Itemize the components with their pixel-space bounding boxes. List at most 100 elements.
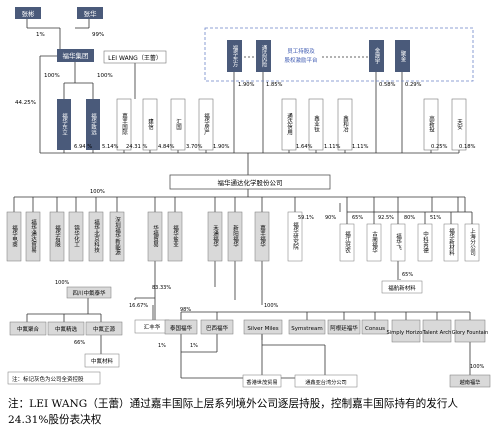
pct-370: 3.70% xyxy=(186,144,203,150)
gaoxin-box xyxy=(423,98,439,151)
sub-box-2 xyxy=(25,211,41,262)
pct-591: 59.1% xyxy=(298,215,314,221)
pct-029: 0.29% xyxy=(405,82,422,88)
right-3: 福华飞 xyxy=(395,233,402,251)
pct-51: 51% xyxy=(430,215,441,221)
right-subsidiaries: 福江冠农 古蔺福华 福华飞 中科芮德 福华新材料 上海分公司 xyxy=(339,211,480,262)
silver-child-box-2 xyxy=(327,319,361,335)
pct-8333: 83.33% xyxy=(152,285,171,291)
pct-1: 1% xyxy=(36,32,45,38)
fh-fangchan-box xyxy=(198,98,214,151)
tongda-xinyong: 通达信用 xyxy=(286,112,293,137)
right-percentages: 90% 65% 92.5% 80% 51% xyxy=(325,215,441,221)
jinsheng: 金晟宇 xyxy=(374,47,381,65)
pct-65-b: 65% xyxy=(402,272,413,278)
row2-percentages: 6.94 % 5.14% 24.31 % 4.84% 3.70% 1.90% 1… xyxy=(74,144,476,150)
legend-box xyxy=(7,371,101,385)
silver-children: Symstream 阿根廷福华 Consus Simply Horizon Ta… xyxy=(288,319,488,343)
xinye-tr-box xyxy=(308,98,324,151)
right-6: 上海分公司 xyxy=(469,227,476,256)
jiafeng: 嘉丰国际 xyxy=(121,112,128,137)
sub-1: 福华电商 xyxy=(11,224,18,249)
taiguo: 泰国福华 xyxy=(170,324,193,332)
pct-190-b: 1.90% xyxy=(213,144,230,150)
platform-box xyxy=(204,27,474,82)
pct-484: 4.84% xyxy=(158,144,175,150)
xinhe-ye: 鑫和冶 xyxy=(342,115,349,134)
zhongfu-mat: 中氟材料 xyxy=(91,357,114,365)
silver-child-box-1 xyxy=(288,319,326,335)
zhang-hua: 张华 xyxy=(84,9,98,18)
pct-65: 65% xyxy=(352,215,363,221)
pct-1-a: 1% xyxy=(158,343,166,349)
pct-100-a: 100% xyxy=(44,73,60,79)
fh-zhiyuan-box xyxy=(86,99,100,150)
jianxin: 建信 xyxy=(147,117,154,131)
sub-3: 福华有限 xyxy=(54,224,61,249)
fh-fangchan: 福华房产 xyxy=(203,112,210,137)
taiguo-box xyxy=(164,319,198,335)
sc-child-3: 中氟正源 xyxy=(93,325,116,333)
pct-111-b: 1.11% xyxy=(352,144,369,150)
zhang-bin: 张彬 xyxy=(22,9,36,18)
taiwan: 通鑫亚台湾分公司 xyxy=(305,378,347,386)
sub-box-5 xyxy=(88,211,104,262)
gaoxin: 高新投 xyxy=(428,115,435,134)
fh-dongli-box xyxy=(57,99,71,150)
pct-2431: 24.31 % xyxy=(126,144,147,150)
tongda-xinyong-box xyxy=(281,98,297,151)
sub-box-1 xyxy=(6,211,22,262)
zhongfu-mat-box xyxy=(84,353,120,368)
pct-99: 99% xyxy=(92,32,104,38)
right-2: 古蔺福华 xyxy=(371,230,378,255)
zhang-bin-box xyxy=(15,7,41,19)
jianxin-box xyxy=(142,98,158,151)
company-name: 福华通达化学股份公司 xyxy=(218,178,283,187)
pct-694: 6.94 % xyxy=(74,144,92,150)
mid-box-1 xyxy=(207,211,223,262)
fuhang: 福航新材料 xyxy=(388,284,416,292)
yuenan: 越南福华 xyxy=(460,378,481,386)
platform-line2: 股权激励平台 xyxy=(284,56,318,64)
pct-100-row: 100% xyxy=(90,189,105,195)
silver-box xyxy=(243,319,283,335)
pct-925: 92.5% xyxy=(378,215,394,221)
lei-wang: LEI WANG（王蕾） xyxy=(108,54,162,62)
mid-box-3 xyxy=(254,211,270,262)
pct-98: 98% xyxy=(180,307,191,313)
pct-4425: 44.25% xyxy=(15,100,36,106)
sub-box-3 xyxy=(49,211,65,262)
silver-child-box-4 xyxy=(391,319,421,343)
sub-2: 福华通达贸易 xyxy=(30,218,37,254)
sc-child-1: 中氟聚合 xyxy=(17,325,40,333)
silver-child-4: Simply Horizon xyxy=(386,330,425,336)
pct-018: 0.18% xyxy=(459,144,476,150)
pct-90: 90% xyxy=(325,215,336,221)
huiguo-box xyxy=(170,98,186,151)
pct-185: 1.85% xyxy=(266,82,283,88)
yuenan-box xyxy=(449,374,491,388)
huiguo: 汇国 xyxy=(175,117,182,131)
fh-zhiyuan: 福华致远 xyxy=(90,112,97,137)
footnote: 注：LEI WANG（王蕾）通过嘉丰国际上层系列境外公司逐层持股，控制嘉丰国际持… xyxy=(8,398,459,426)
pct-164: 1.64% xyxy=(296,144,313,150)
pct-100-e: 100% xyxy=(470,364,485,370)
lei-wang-box xyxy=(103,50,167,64)
right-4: 中科芮德 xyxy=(422,230,429,255)
pct-025: 0.25% xyxy=(431,144,448,150)
pct-100-c: 100% xyxy=(55,280,70,286)
sub-box-4 xyxy=(68,211,84,262)
tongda-fengxian: 通达风险 xyxy=(261,44,268,69)
pct-1-b: 1% xyxy=(190,343,198,349)
sc-child-2: 中氟精选 xyxy=(55,325,78,333)
sichuan: 四川中氟泰华 xyxy=(72,289,106,297)
platform-line1: 员工持股及 xyxy=(287,47,315,55)
row2-shareholders: 福华东立 福华致远 嘉丰国际 建信 汇国 福华房产 通达信用 鑫业钛 鑫和冶 高… xyxy=(57,98,467,151)
sc-child-box-3 xyxy=(85,321,123,336)
tongda-fengxian-box xyxy=(256,40,271,72)
tianan: 天安 xyxy=(456,118,463,131)
sub-5: 福华北京科技 xyxy=(93,218,100,254)
sub-box-6 xyxy=(109,211,125,262)
sc-child-box-2 xyxy=(47,321,85,336)
